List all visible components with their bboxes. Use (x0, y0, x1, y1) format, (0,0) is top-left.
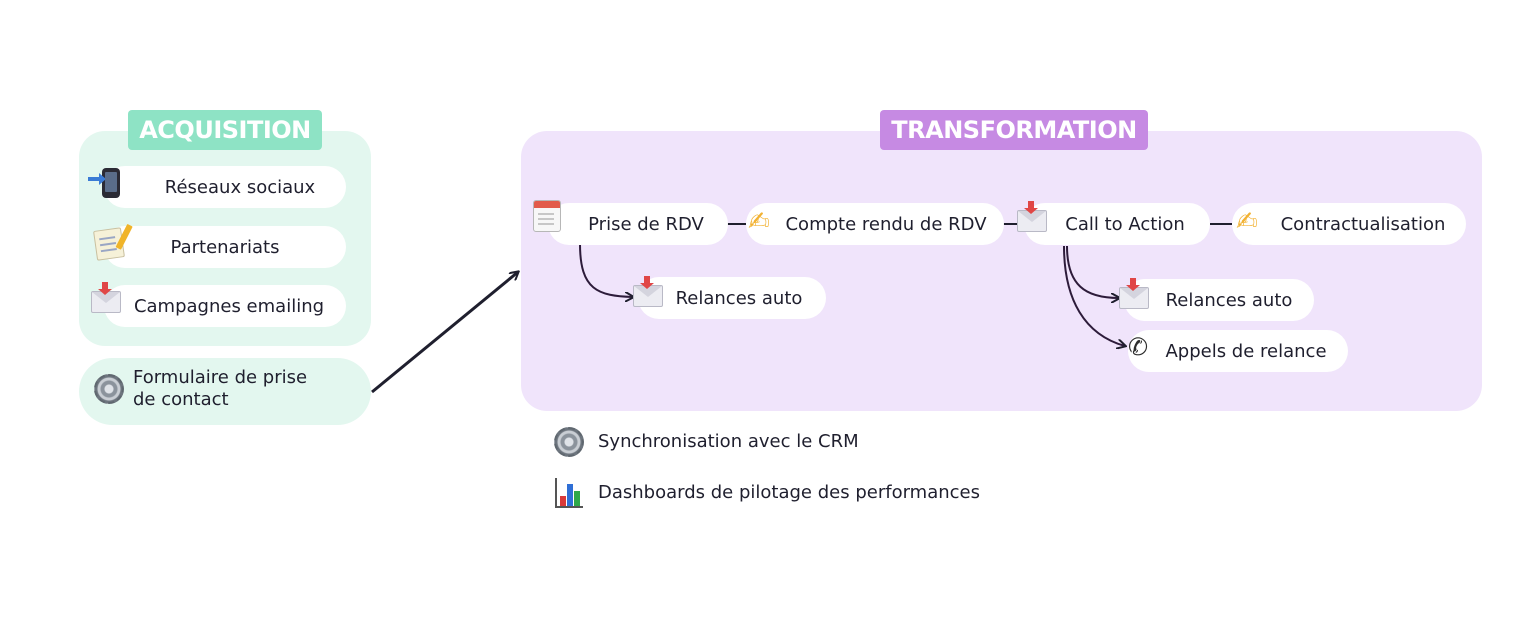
acquisition-title: ACQUISITION (128, 110, 322, 150)
appels-de-relance: Appels de relance (1128, 330, 1348, 372)
incoming-envelope-icon (1118, 278, 1150, 314)
acquisition-item-campagnes-emailing: Campagnes emailing (104, 285, 346, 327)
acquisition-item-label: Réseaux sociaux (164, 176, 316, 198)
dashboards-label: Dashboards de pilotage des performances (598, 482, 980, 503)
relances-auto-label: Relances auto (1165, 289, 1293, 311)
telephone-receiver-icon: ✆ (1127, 333, 1149, 361)
step-label: Compte rendu de RDV (785, 213, 987, 235)
contact-form-label: Formulaire de prise de contact (133, 367, 307, 411)
writing-hand-icon: ✍ (1236, 207, 1258, 237)
step-prise-de-rdv: Prise de RDV (548, 203, 728, 245)
memo-pencil-icon (92, 223, 133, 262)
gear-icon (551, 424, 587, 460)
step-call-to-action: Call to Action (1024, 203, 1210, 245)
relances-auto-rdv: Relances auto (638, 277, 826, 319)
acquisition-item-label: Campagnes emailing (133, 295, 325, 317)
appels-label: Appels de relance (1165, 340, 1327, 362)
step-contractualisation: Contractualisation (1232, 203, 1466, 245)
contact-form-line-1: Formulaire de prise (133, 367, 308, 388)
mobile-phone-arrow-icon (88, 165, 129, 201)
form-to-transformation-arrow (371, 272, 518, 394)
step-compte-rendu-de-rdv: Compte rendu de RDV (746, 203, 1004, 245)
gear-icon (91, 371, 127, 407)
step-label: Prise de RDV (588, 213, 704, 235)
acquisition-item-label: Partenariats (170, 236, 280, 258)
incoming-envelope-icon (1016, 201, 1048, 237)
transformation-panel (521, 131, 1482, 411)
incoming-envelope-icon (632, 276, 664, 312)
transformation-title: TRANSFORMATION (880, 110, 1148, 150)
relances-auto-cta: Relances auto (1124, 279, 1314, 321)
contact-form-line-2: de contact (133, 389, 229, 410)
acquisition-item-reseaux-sociaux: Réseaux sociaux (104, 166, 346, 208)
step-label: Call to Action (1065, 213, 1185, 235)
acquisition-item-partenariats: Partenariats (104, 226, 346, 268)
incoming-envelope-icon (90, 282, 122, 318)
contact-form-panel (79, 358, 371, 425)
crm-sync-label: Synchronisation avec le CRM (598, 431, 859, 452)
step-label: Contractualisation (1280, 213, 1446, 235)
writing-hand-icon: ✍ (748, 207, 770, 237)
calendar-icon (530, 198, 564, 234)
bar-chart-icon (553, 476, 585, 510)
relances-auto-label: Relances auto (675, 287, 803, 309)
